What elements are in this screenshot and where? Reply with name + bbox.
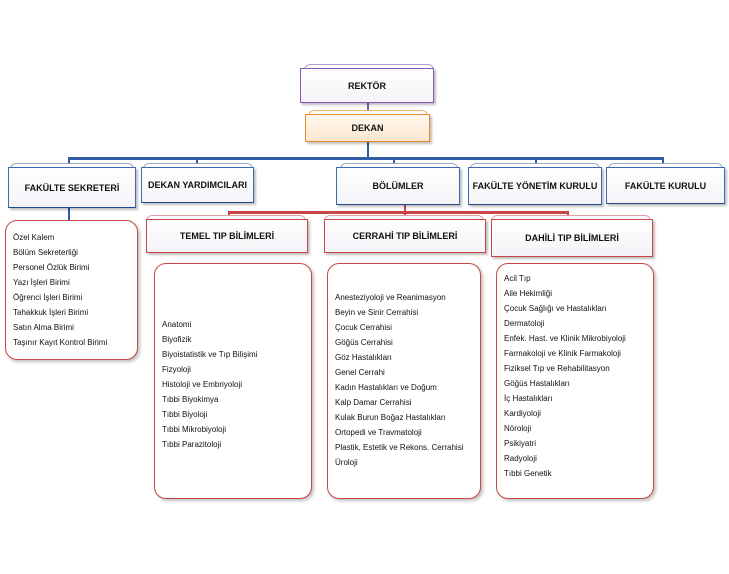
bus-drop-kurul — [662, 157, 664, 168]
rektor-dekan-connector — [367, 103, 369, 115]
cerrahi-department-list: Anesteziyoloji ve Reanimasyon Beyin ve S… — [327, 263, 481, 499]
list-item: İç Hastalıkları — [504, 394, 553, 403]
dahili-department-list: Acil Tıp Aile Hekimliği Çocuk Sağlığı ve… — [496, 263, 654, 499]
list-item: Anatomi — [162, 320, 192, 329]
cerrahi-tip-bilimleri-box[interactable]: CERRAHİ TIP BİLİMLERİ — [324, 219, 486, 253]
dahili-tip-bilimleri-label: DAHİLİ TIP BİLİMLERİ — [525, 233, 619, 243]
list-item: Histoloji ve Embriyoloji — [162, 380, 243, 389]
list-item: Acil Tıp — [504, 274, 531, 283]
fakulte-sekreteri-box[interactable]: FAKÜLTE SEKRETERİ — [8, 167, 136, 208]
bus-drop-sekreter — [68, 157, 70, 168]
list-item: Kardiyoloji — [504, 409, 541, 418]
list-item: Psikiyatri — [504, 439, 537, 448]
list-item: Kalp Damar Cerrahisi — [335, 398, 412, 407]
rektor-box[interactable]: REKTÖR — [300, 68, 434, 103]
sekreter-list-connector — [68, 207, 70, 221]
bus-drop-bolumler — [393, 157, 395, 168]
list-item: Özel Kalem — [13, 233, 55, 242]
sekreterlik-unit-list: Özel Kalem Bölüm Sekreterliği Personel Ö… — [5, 220, 138, 360]
list-item: Göğüs Cerrahisi — [335, 338, 393, 347]
list-item: Bölüm Sekreterliği — [13, 248, 78, 257]
list-item: Fizyoloji — [162, 365, 191, 374]
list-item: Nöroloji — [504, 424, 532, 433]
bolumler-label: BÖLÜMLER — [372, 181, 424, 191]
list-item: Genel Cerrahi — [335, 368, 385, 377]
list-item: Tahakkuk İşleri Birimi — [13, 308, 89, 317]
bolumler-dept-connector — [404, 205, 406, 213]
dekan-box[interactable]: DEKAN — [305, 114, 430, 142]
list-item: Biyofizik — [162, 335, 192, 344]
fakulte-kurulu-box[interactable]: FAKÜLTE KURULU — [606, 167, 725, 204]
list-item: Radyoloji — [504, 454, 537, 463]
list-item: Tıbbi Parazitoloji — [162, 440, 222, 449]
dekan-yardimcilari-label: DEKAN YARDIMCILARI — [147, 180, 247, 190]
list-item: Taşınır Kayıt Kontrol Birimi — [13, 338, 108, 347]
fakulte-kurulu-label: FAKÜLTE KURULU — [624, 180, 707, 191]
list-item: Dermatoloji — [504, 319, 545, 328]
bus-drop-yardimci — [196, 157, 198, 168]
list-item: Çocuk Cerrahisi — [335, 323, 392, 332]
temel-department-list: Anatomi Biyofizik Biyoistatistik ve Tıp … — [154, 263, 312, 499]
list-item: Göğüs Hastalıkları — [504, 379, 570, 388]
list-item: Üroloji — [335, 458, 358, 467]
list-item: Öğrenci İşleri Birimi — [13, 293, 83, 302]
dekan-yardimcilari-box[interactable]: DEKAN YARDIMCILARI — [141, 167, 254, 203]
list-item: Anesteziyoloji ve Reanimasyon — [335, 293, 446, 302]
list-item: Satın Alma Birimi — [13, 323, 74, 332]
bolumler-box[interactable]: BÖLÜMLER — [336, 167, 460, 205]
list-item: Tıbbi Biyoloji — [162, 410, 208, 419]
list-item: Personel Özlük Birimi — [13, 263, 90, 272]
dekan-label: DEKAN — [351, 123, 384, 133]
list-item: Tıbbi Biyokimya — [162, 395, 219, 404]
units-bus-line — [68, 157, 664, 160]
list-item: Biyoistatistik ve Tıp Bilişimi — [162, 350, 258, 359]
list-item: Göz Hastalıkları — [335, 353, 392, 362]
bus-drop-yonetim — [535, 157, 537, 168]
list-item: Fiziksel Tıp ve Rehabilitasyon — [504, 364, 610, 373]
list-item: Çocuk Sağlığı ve Hastalıkları — [504, 304, 607, 313]
temel-tip-bilimleri-box[interactable]: TEMEL TIP BİLİMLERİ — [146, 219, 308, 253]
rektor-label: REKTÖR — [348, 80, 386, 91]
list-item: Farmakoloji ve Klinik Farmakoloji — [504, 349, 621, 358]
fakulte-sekreteri-label: FAKÜLTE SEKRETERİ — [24, 182, 120, 193]
temel-tip-bilimleri-label: TEMEL TIP BİLİMLERİ — [179, 231, 275, 241]
dept-bus-line — [228, 211, 568, 214]
list-item: Ortopedi ve Travmatoloji — [335, 428, 422, 437]
fakulte-yonetim-kurulu-label: FAKÜLTE YÖNETİM KURULU — [472, 181, 598, 191]
fakulte-yonetim-kurulu-box[interactable]: FAKÜLTE YÖNETİM KURULU — [468, 167, 602, 205]
list-item: Tıbbi Mikrobiyoloji — [162, 425, 227, 434]
list-item: Kadın Hastalıkları ve Doğum — [335, 383, 437, 392]
list-item: Enfek. Hast. ve Klinik Mikrobiyoloji — [504, 334, 626, 343]
list-item: Tıbbi Genetik — [504, 469, 552, 478]
list-item: Beyin ve Sinir Cerrahisi — [335, 308, 419, 317]
list-item: Plastik, Estetik ve Rekons. Cerrahisi — [335, 443, 464, 452]
list-item: Kulak Burun Boğaz Hastalıkları — [335, 413, 446, 422]
dahili-tip-bilimleri-box[interactable]: DAHİLİ TIP BİLİMLERİ — [491, 219, 653, 257]
list-item: Aile Hekimliği — [504, 289, 553, 298]
list-item: Yazı İşleri Birimi — [13, 278, 70, 287]
dekan-units-connector — [367, 141, 369, 158]
cerrahi-tip-bilimleri-label: CERRAHİ TIP BİLİMLERİ — [352, 231, 458, 241]
